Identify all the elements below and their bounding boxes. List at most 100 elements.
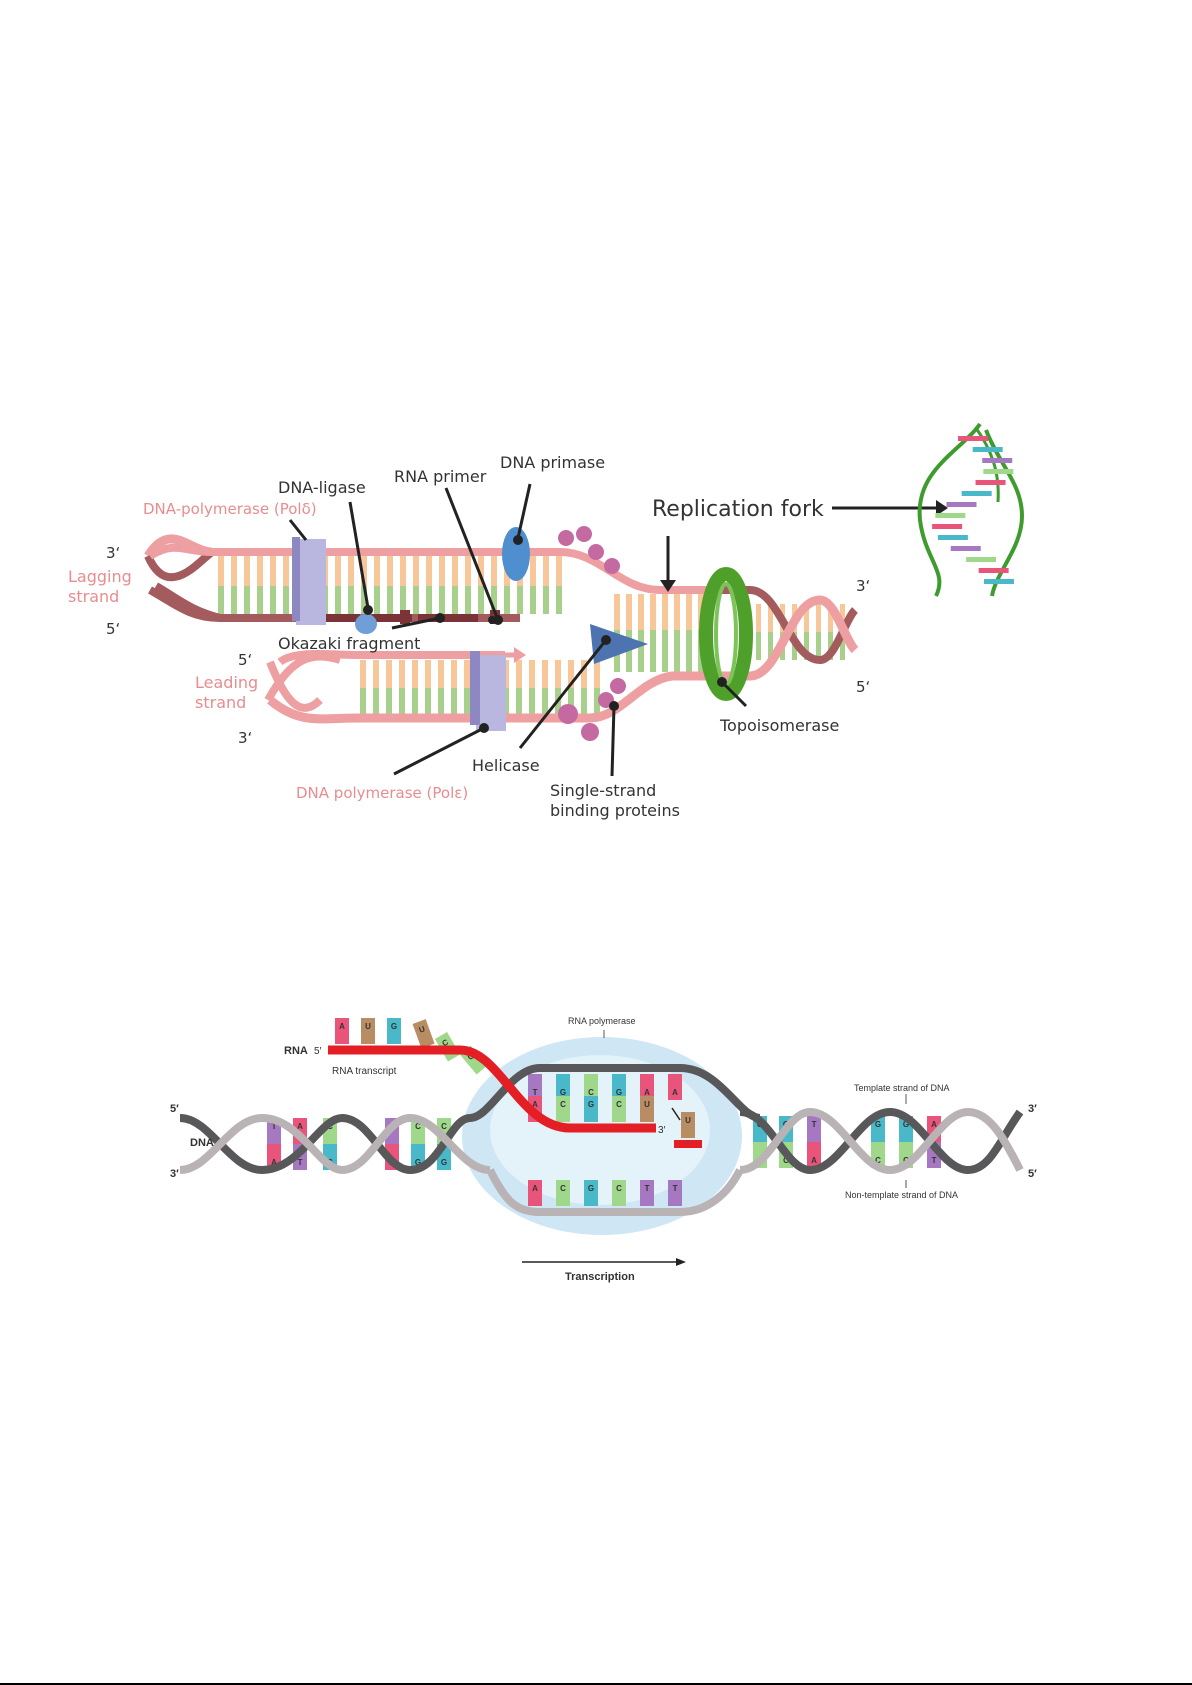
lagging-base-rung	[257, 556, 263, 586]
leading-base-rung	[360, 660, 366, 688]
leading-base-rung	[581, 660, 587, 688]
leading-base-rung	[360, 688, 366, 714]
label-right-3: 3′	[1028, 1103, 1037, 1115]
parent-base-rung	[756, 604, 761, 632]
lagging-base-rung	[439, 556, 445, 586]
template-strand-left	[179, 1113, 471, 1175]
parent-strand-b	[712, 595, 859, 681]
nucleotide-letter: A	[931, 1120, 937, 1129]
nucleotide-letter: C	[783, 1156, 789, 1165]
dna-ligase-enzyme	[355, 614, 377, 634]
replication-diagram: DNA-ligase RNA primer DNA primase DNA-po…	[68, 422, 1025, 820]
nucleotide: G	[387, 1018, 401, 1044]
fork-base-rung	[650, 594, 656, 630]
leading-base-rung	[529, 660, 535, 688]
helix-rung	[958, 436, 988, 441]
nucleotide-letter: T	[533, 1088, 538, 1097]
nucleotide: C	[556, 1180, 570, 1206]
lagging-base-rung	[452, 556, 458, 586]
leading-base-rung	[373, 660, 379, 688]
lagging-base-rung	[543, 556, 549, 586]
lagging-base-rung	[283, 556, 289, 586]
nucleotide-letter: C	[875, 1156, 881, 1165]
helix-rung	[972, 447, 1003, 452]
replication-fork-arrowhead	[660, 580, 676, 592]
nucleotide: G	[584, 1096, 598, 1122]
lagging-base-rung	[465, 586, 471, 614]
label-helicase: Helicase	[472, 756, 540, 775]
parent-base-rung	[828, 632, 833, 660]
incoming-arrow	[671, 1107, 681, 1121]
lagging-top-strand	[147, 543, 712, 594]
leading-base-rung	[542, 660, 548, 688]
nucleotide-letter: U	[418, 1024, 427, 1035]
nucleotide-letter: C	[560, 1184, 566, 1193]
label-replication-fork: Replication fork	[652, 497, 824, 522]
polymerase-delta	[296, 539, 326, 625]
label-right-5: 5‘	[856, 678, 870, 696]
nucleotide-letter: C	[440, 1037, 450, 1048]
label-dna-ligase: DNA-ligase	[278, 478, 366, 497]
polymerase-epsilon	[476, 655, 506, 731]
nucleotide: G	[556, 1074, 570, 1100]
leading-base-rung	[412, 660, 418, 688]
label-leading-5: 5‘	[238, 651, 252, 669]
lagging-base-rung	[257, 586, 263, 614]
lagging-base-rung	[400, 586, 406, 614]
helix-pointer-arrowhead	[936, 500, 948, 516]
leader-dots	[363, 535, 727, 733]
helix-rung	[935, 513, 966, 518]
parent-base-rung	[756, 632, 761, 660]
lagging-base-rung	[218, 586, 224, 614]
nucleotide-letter: T	[932, 1156, 937, 1165]
nucleotide: T	[528, 1074, 542, 1100]
label-template-strand: Template strand of DNA	[854, 1083, 950, 1093]
leading-base-rung	[568, 688, 574, 714]
label-lagging-strand-1: Lagging	[68, 567, 132, 586]
leading-base-rung	[542, 688, 548, 714]
nucleotide-letter: A	[339, 1022, 345, 1031]
lagging-base-rung	[517, 586, 523, 614]
leading-base-rung	[464, 660, 470, 688]
lagging-base-rung	[556, 586, 562, 614]
leading-base-rung	[516, 660, 522, 688]
fork-base-rung	[662, 594, 668, 630]
parent-base-rung	[768, 604, 773, 632]
lagging-base-rung	[504, 586, 510, 614]
helix-illustration	[917, 422, 1025, 597]
nucleotide-letter: U	[685, 1116, 691, 1125]
lagging-base-rung	[439, 586, 445, 614]
lagging-base-rung	[426, 556, 432, 586]
nucleotide-letter: A	[644, 1088, 650, 1097]
leading-base-rung	[581, 688, 587, 714]
nucleotide-letter: A	[532, 1184, 538, 1193]
lagging-base-rung	[491, 556, 497, 586]
lagging-base-rung	[413, 586, 419, 614]
leading-base-rung	[438, 688, 444, 714]
fork-base-rung	[674, 630, 680, 672]
nucleotide-letter: U	[644, 1100, 650, 1109]
helicase-enzyme	[590, 624, 648, 664]
transcription-arrowhead	[676, 1258, 686, 1266]
fork-base-rung	[638, 594, 644, 630]
helix-rung	[937, 535, 968, 540]
nucleotide-letter: C	[616, 1100, 622, 1109]
polymerase-delta-edge	[292, 537, 300, 621]
leading-base-rung	[464, 688, 470, 714]
lagging-base-rung	[283, 586, 289, 614]
label-rna-3: 3′	[658, 1125, 666, 1136]
lagging-base-rung	[530, 586, 536, 614]
helix-rung	[966, 557, 997, 562]
lagging-base-rung	[465, 556, 471, 586]
leading-base-rung	[438, 660, 444, 688]
lagging-base-rung	[218, 556, 224, 586]
lagging-base-rung	[374, 586, 380, 614]
nucleotide-letter: G	[441, 1158, 447, 1167]
nucleotide: T	[668, 1180, 682, 1206]
nucleotide-letter: G	[588, 1100, 594, 1109]
leading-base-rung	[399, 660, 405, 688]
nucleotide: U	[361, 1018, 375, 1044]
lagging-base-rung	[491, 586, 497, 614]
leading-base-rung	[529, 688, 535, 714]
lagging-base-rung	[348, 556, 354, 586]
